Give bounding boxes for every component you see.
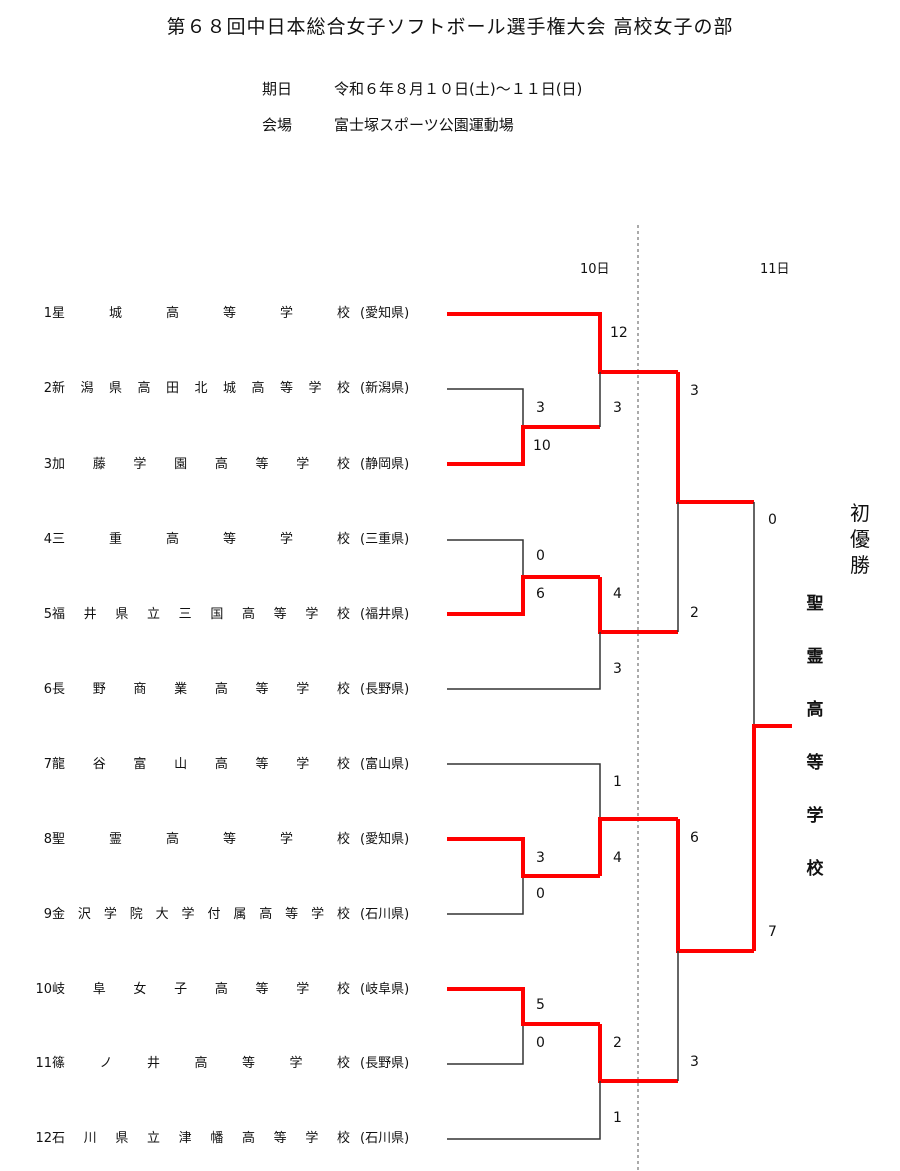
score-sf-bottom-1: 6 [690, 830, 699, 846]
team-prefecture: (岐阜県) [360, 982, 410, 997]
team-name: 金沢学院大学付属高等学校 [52, 907, 350, 922]
team-number: 7 [43, 757, 52, 772]
team-prefecture: (長野県) [360, 1056, 410, 1071]
team-name: 福井県立三国高等学校 [52, 607, 350, 622]
team-row: 1星城高等学校 (愛知県) [30, 303, 422, 325]
bracket-line-team1-win [447, 312, 678, 374]
team-number: 8 [43, 832, 52, 847]
team-row: 7龍谷富山高等学校 (富山県) [30, 754, 422, 776]
team-number: 9 [43, 907, 52, 922]
team-number: 5 [43, 607, 52, 622]
team-row: 9金沢学院大学付属高等学校 (石川県) [30, 904, 422, 926]
score-r2-team3: 3 [613, 400, 622, 416]
bracket-line-team5-win [447, 575, 600, 616]
team-prefecture: (富山県) [360, 757, 410, 772]
day-label-10: 10日 [580, 262, 610, 277]
team-name: 加藤学園高等学校 [52, 457, 350, 472]
bracket-line-team5-r2-win [598, 577, 678, 634]
bracket-line-team4 [447, 539, 524, 577]
score-sf-bottom-2: 3 [690, 1054, 699, 1070]
bracket-line-team8-r2-win [598, 817, 678, 876]
score-sf-top-1: 3 [690, 383, 699, 399]
bracket-line-team10-r2-win [598, 1024, 678, 1083]
score-r2-team6: 3 [613, 661, 622, 677]
team-row: 6長野商業高等学校 (長野県) [30, 679, 422, 701]
team-number: 10 [35, 982, 52, 997]
team-name: 龍谷富山高等学校 [52, 757, 350, 772]
score-team4: 0 [536, 548, 545, 564]
team-row: 12石川県立津幡高等学校 (石川県) [30, 1128, 422, 1150]
score-sf-top-2: 2 [690, 605, 699, 621]
team-row: 11篠ノ井高等学校 (長野県) [30, 1053, 422, 1075]
score-team9: 0 [536, 886, 545, 902]
team-number: 4 [43, 532, 52, 547]
bracket-line-team3-win [447, 425, 600, 466]
team-name: 星城高等学校 [52, 306, 350, 321]
team-prefecture: (石川県) [360, 1131, 410, 1146]
venue-row: 会場 富士塚スポーツ公園運動場 [262, 114, 514, 135]
score-r2-team10: 2 [613, 1035, 622, 1051]
venue-value: 富士塚スポーツ公園運動場 [334, 116, 514, 134]
team-name: 聖霊高等学校 [52, 832, 350, 847]
team-prefecture: (石川県) [360, 907, 410, 922]
score-r2-team5: 4 [613, 586, 622, 602]
team-number: 11 [35, 1056, 52, 1071]
first-championship-label: 初優勝 [850, 501, 870, 577]
score-team2: 3 [536, 400, 545, 416]
team-prefecture: (静岡県) [360, 457, 410, 472]
date-value: 令和６年８月１０日(土)～１１日(日) [334, 80, 583, 98]
bracket-line-team11 [447, 1024, 524, 1065]
venue-label: 会場 [262, 116, 293, 134]
team-name: 篠ノ井高等学校 [52, 1056, 350, 1071]
date-label: 期日 [262, 80, 293, 98]
team-prefecture: (福井県) [360, 607, 410, 622]
team-number: 2 [43, 381, 52, 396]
team-prefecture: (三重県) [360, 532, 410, 547]
team-row: 10岐阜女子高等学校 (岐阜県) [30, 979, 422, 1001]
team-row: 4三重高等学校 (三重県) [30, 529, 422, 551]
score-team10: 5 [536, 997, 545, 1013]
score-r2-team12: 1 [613, 1110, 622, 1126]
team-row: 5福井県立三国高等学校 (福井県) [30, 604, 422, 626]
team-row: 8聖霊高等学校 (愛知県) [30, 829, 422, 851]
date-row: 期日 令和６年８月１０日(土)～１１日(日) [262, 78, 582, 99]
bracket-line-team12 [447, 1081, 601, 1140]
bracket-line-team2 [447, 388, 524, 427]
team-name: 石川県立津幡高等学校 [52, 1131, 350, 1146]
team-row: 3加藤学園高等学校 (静岡県) [30, 454, 422, 476]
score-team8: 3 [536, 850, 545, 866]
team-prefecture: (長野県) [360, 682, 410, 697]
score-final-top: 0 [768, 512, 777, 528]
day-label-11: 11日 [760, 262, 790, 277]
team-prefecture: (愛知県) [360, 832, 410, 847]
score-r2-team8: 4 [613, 850, 622, 866]
score-r2-team7: 1 [613, 774, 622, 790]
score-team5: 6 [536, 586, 545, 602]
champion-name: 聖霊高等学校 [806, 594, 824, 879]
bracket-line-final-win [752, 724, 792, 951]
score-r2-team1: 12 [610, 325, 628, 341]
bracket-line-team6 [447, 632, 601, 690]
team-number: 12 [35, 1131, 52, 1146]
team-number: 6 [43, 682, 52, 697]
score-team3: 10 [533, 438, 551, 454]
team-name: 新潟県高田北城高等学校 [52, 381, 350, 396]
bracket-line-team9 [447, 876, 524, 915]
bracket-line-team10-win [447, 987, 600, 1026]
bracket-line-team7 [447, 763, 601, 819]
team-prefecture: (新潟県) [360, 381, 410, 396]
team-prefecture: (愛知県) [360, 306, 410, 321]
team-name: 三重高等学校 [52, 532, 350, 547]
team-name: 長野商業高等学校 [52, 682, 350, 697]
team-row: 2新潟県高田北城高等学校 (新潟県) [30, 378, 422, 400]
page-title: 第６８回中日本総合女子ソフトボール選手権大会 高校女子の部 [166, 16, 734, 38]
team-name: 岐阜女子高等学校 [52, 982, 350, 997]
bracket-line-team8-win [447, 837, 600, 878]
team-number: 3 [43, 457, 52, 472]
score-team11: 0 [536, 1035, 545, 1051]
score-final-bottom: 7 [768, 924, 777, 940]
team-number: 1 [43, 306, 52, 321]
